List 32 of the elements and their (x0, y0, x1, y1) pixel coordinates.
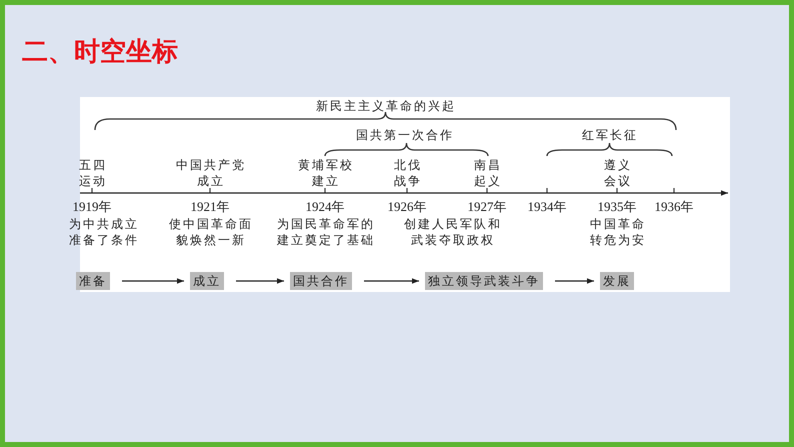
year-label: 1924年 (306, 199, 344, 215)
stage-box: 国共合作 (290, 272, 352, 290)
arrow (236, 278, 284, 284)
year-label: 1936年 (654, 199, 694, 215)
event-name: 五四运动 (79, 157, 107, 189)
year-label: 1935年 (598, 199, 636, 215)
year-label: 1927年 (468, 199, 506, 215)
period-heading: 新民主主义革命的兴起 (316, 98, 456, 114)
significance-text: 为国民革命军的建立奠定了基础 (277, 216, 375, 248)
title: 二、时空坐标 (22, 36, 178, 69)
arrow (122, 278, 184, 284)
significance-text: 使中国革命面貌焕然一新 (169, 216, 253, 248)
year-label: 1919年 (72, 199, 112, 215)
event-name: 中国共产党成立 (176, 157, 246, 189)
period-heading: 红军长征 (582, 127, 638, 143)
arrow (364, 278, 419, 284)
period-heading: 国共第一次合作 (356, 127, 454, 143)
significance-text: 创建人民军队和武装夺取政权 (404, 216, 502, 248)
event-name: 黄埔军校建立 (298, 157, 354, 189)
year-label: 1934年 (528, 199, 566, 215)
stage-box: 独立领导武装斗争 (425, 272, 543, 290)
year-label: 1921年 (190, 199, 230, 215)
event-name: 北伐战争 (394, 157, 422, 189)
significance-text: 中国革命转危为安 (590, 216, 646, 248)
event-name: 南昌起义 (474, 157, 502, 189)
stage-box: 发展 (600, 272, 634, 290)
arrow (555, 278, 594, 284)
stage-box: 成立 (190, 272, 224, 290)
significance-text: 为中共成立准备了条件 (69, 216, 139, 248)
year-label: 1926年 (388, 199, 426, 215)
stage-box: 准备 (76, 272, 110, 290)
event-name: 遵义会议 (604, 157, 632, 189)
